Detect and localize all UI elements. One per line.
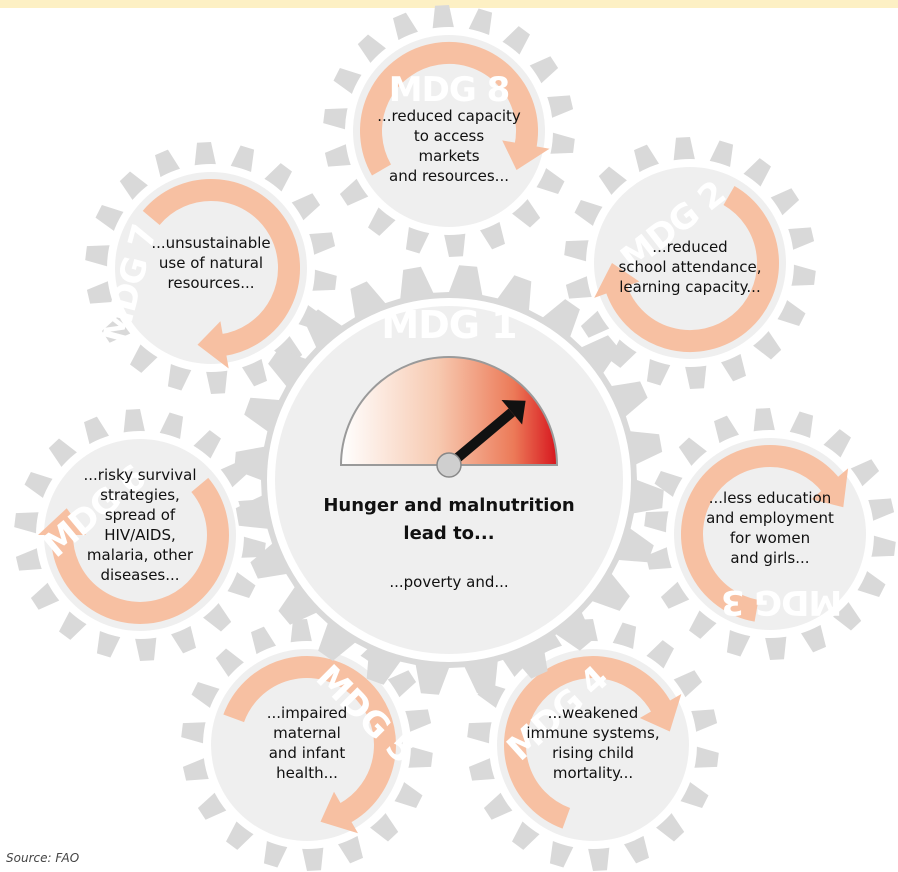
- gear-text-line: rising child: [552, 744, 634, 762]
- gear-text-line: ...reduced capacity: [377, 107, 521, 125]
- cycle-arrowhead: [320, 791, 358, 834]
- cycle-arrow-band: [142, 179, 300, 357]
- gear-text-line: immune systems,: [526, 724, 659, 742]
- mdg-label: MDG 3: [722, 582, 842, 622]
- gear-mdg8: MDG 8...reduced capacity to access markets…: [323, 5, 575, 257]
- gear-text-line: for women: [730, 529, 810, 547]
- gear-text-line: ...weakened: [548, 704, 639, 722]
- gauge-needle: [445, 408, 516, 469]
- hunger-gauge: [339, 356, 559, 466]
- cycle-arrow-band: [50, 477, 229, 624]
- gear-text-line: and girls...: [730, 549, 809, 567]
- gear-text-line: strategies,: [100, 486, 180, 504]
- gear-text-line: use of natural: [159, 254, 263, 272]
- center-gear-face: [275, 306, 623, 654]
- cycle-arrow-band: [360, 41, 538, 176]
- center-mdg-label: MDG 1: [381, 303, 516, 347]
- gear-text-line: ...impaired: [267, 704, 348, 722]
- cycle-arrowhead: [639, 694, 682, 732]
- center-headline-line: lead to...: [403, 523, 494, 544]
- gear-text-line: to access: [414, 127, 485, 145]
- cycle-arrow-band: [605, 185, 779, 353]
- gear-text-line: learning capacity...: [619, 278, 760, 296]
- gear-mdg6: MDG 6...risky survivalstrategies,spread …: [14, 409, 266, 661]
- gear-text-line: resources...: [168, 274, 255, 292]
- gear-text-line: HIV/AIDS,: [104, 526, 176, 544]
- center-subline: ...poverty and...: [389, 573, 508, 591]
- gear-text-line: school attendance,: [618, 258, 761, 276]
- cycle-arrowhead: [594, 263, 640, 298]
- gear-text-line: malaria, other: [87, 546, 194, 564]
- gear-text-line: spread of: [105, 506, 176, 524]
- gear-text-line: and infant: [269, 744, 346, 762]
- gear-text-line: ...less education: [709, 489, 832, 507]
- cycle-arrowhead: [38, 508, 86, 535]
- gear-text-line: ...unsustainable: [151, 234, 270, 252]
- gear-text-line: markets: [418, 147, 479, 165]
- gear-text-line: mortality...: [553, 764, 633, 782]
- cycle-arrowhead: [502, 140, 550, 170]
- gear-text-line: diseases...: [100, 566, 179, 584]
- mdg-label: MDG 8: [389, 70, 509, 110]
- center-headline-line: Hunger and malnutrition: [323, 495, 574, 516]
- gear-text-line: and resources...: [389, 167, 509, 185]
- gear-mdg3: MDG 3 ...less education and employment for …: [644, 408, 896, 660]
- gear-text-line: ...reduced: [652, 238, 727, 256]
- gauge-pivot: [436, 452, 462, 478]
- gear-text-line: maternal: [273, 724, 341, 742]
- source-note: Source: FAO: [6, 851, 80, 865]
- top-banner-strip: [0, 0, 898, 8]
- cycle-arrow-band: [223, 656, 396, 824]
- gauge-needle-head: [501, 400, 526, 425]
- cycle-arrowhead: [197, 321, 229, 369]
- gear-mdg1-center: MDG 1 Hunger and malnutrition lead to.....…: [234, 265, 664, 695]
- cycle-arrow-band: [504, 656, 672, 829]
- gear-text-line: ...risky survival: [83, 466, 196, 484]
- cycle-arrowhead: [811, 468, 849, 508]
- cycle-arrow-band: [681, 444, 841, 622]
- gear-text-line: and employment: [706, 509, 834, 527]
- gear-text-line: health...: [276, 764, 338, 782]
